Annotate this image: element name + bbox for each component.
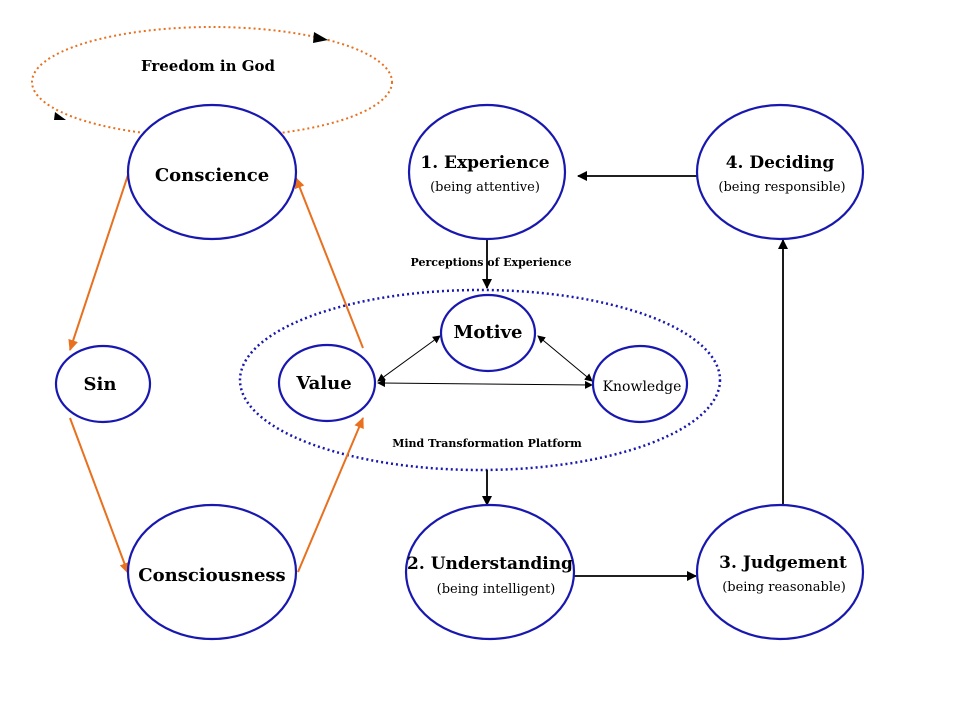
judgement-title: 3. Judgement bbox=[719, 553, 847, 573]
understanding-title: 2. Understanding bbox=[407, 554, 573, 574]
experience-subtitle: (being attentive) bbox=[430, 180, 540, 195]
understanding-subtitle: (being intelligent) bbox=[437, 582, 556, 597]
motive-label: Motive bbox=[454, 322, 523, 343]
freedom-loop-arrow-left bbox=[54, 112, 66, 120]
knowledge-node bbox=[591, 344, 689, 424]
value-motive-arrow bbox=[377, 335, 441, 382]
conscience-node bbox=[126, 103, 298, 241]
freedom-loop-arrow-top bbox=[313, 32, 328, 43]
consciousness-label: Consciousness bbox=[138, 565, 285, 586]
sin-label: Sin bbox=[84, 374, 117, 395]
deciding-node bbox=[695, 103, 865, 241]
sin-node bbox=[54, 344, 152, 424]
freedom-loop bbox=[31, 26, 393, 138]
value-knowledge-arrow bbox=[377, 379, 593, 389]
value-to-conscience-arrow bbox=[295, 177, 364, 349]
conscience-label: Conscience bbox=[155, 165, 269, 186]
platform-ellipse bbox=[238, 288, 722, 472]
motive-knowledge-arrow bbox=[537, 335, 593, 382]
judgement-subtitle: (being reasonable) bbox=[722, 580, 846, 595]
freedom-label: Freedom in God bbox=[141, 57, 276, 75]
deciding-subtitle: (being responsible) bbox=[718, 180, 845, 195]
understanding-node bbox=[404, 503, 576, 641]
experience-node bbox=[407, 103, 567, 241]
motive-node bbox=[439, 293, 537, 373]
knowledge-label: Knowledge bbox=[603, 379, 682, 395]
perceptions-label: Perceptions of Experience bbox=[411, 256, 572, 269]
experience-title: 1. Experience bbox=[420, 153, 549, 173]
consciousness-to-value-arrow bbox=[297, 417, 364, 573]
sin-to-consciousness-arrow bbox=[69, 417, 130, 574]
value-node bbox=[277, 343, 377, 423]
judgement-node bbox=[695, 503, 865, 641]
consciousness-node bbox=[126, 503, 298, 641]
platform-label: Mind Transformation Platform bbox=[392, 437, 582, 450]
deciding-title: 4. Deciding bbox=[726, 153, 835, 173]
value-label: Value bbox=[295, 373, 351, 394]
conscience-to-sin-arrow bbox=[68, 174, 129, 351]
